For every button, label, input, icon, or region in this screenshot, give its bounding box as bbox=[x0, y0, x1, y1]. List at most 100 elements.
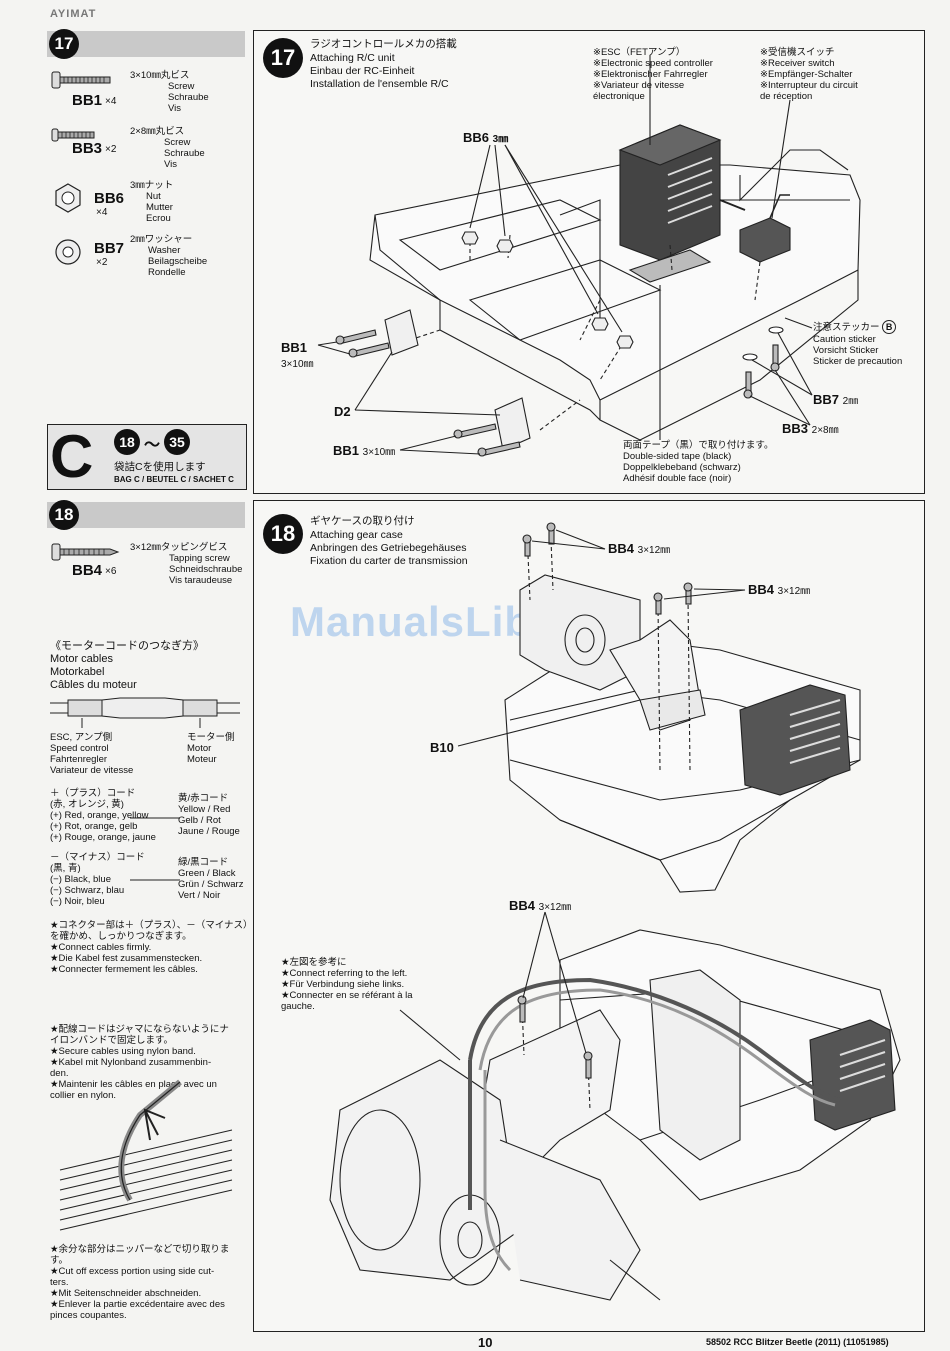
part-qty: ×2 bbox=[105, 144, 117, 155]
plus-fr: (+) Rouge, orange, jaune bbox=[50, 832, 156, 843]
part-jp: 3×12㎜タッピングビス bbox=[130, 542, 228, 553]
tape-jp: 両面テープ（黒）で取り付けます。 bbox=[623, 440, 774, 451]
note-line: を確かめ、しっかりつなぎます。 bbox=[50, 931, 192, 942]
caution-en: Caution sticker bbox=[813, 334, 876, 345]
label-code: BB6 bbox=[463, 130, 490, 145]
motor-cables-title-jp: 《モーターコードのつなぎ方》 bbox=[50, 640, 204, 652]
note-line: ★Connecter en se référant à la bbox=[281, 990, 413, 1001]
part-en: Tapping screw bbox=[169, 553, 230, 564]
label-code: BB4 bbox=[509, 898, 536, 913]
part-jp: 3×10㎜丸ビス bbox=[130, 70, 190, 81]
part-de: Schneidschraube bbox=[169, 564, 243, 575]
label-code: BB3 bbox=[782, 421, 809, 436]
label-size: 3×10㎜ bbox=[362, 447, 396, 458]
step17-main-number: 17 bbox=[270, 45, 296, 70]
note-line: collier en nylon. bbox=[50, 1090, 117, 1101]
step17-number: 17 bbox=[54, 34, 74, 53]
note-line: ★Maintenir les câbles en place avec un bbox=[50, 1079, 217, 1090]
washer-icon bbox=[55, 239, 81, 265]
esc-side-en: Speed control bbox=[50, 743, 109, 754]
motor-cables-fr: Câbles du moteur bbox=[50, 679, 137, 691]
note-line: ★余分な部分はニッパーなどで切り取りま bbox=[50, 1244, 230, 1255]
bag-from-badge: 18 bbox=[114, 429, 140, 455]
step17-number-badge: 17 bbox=[49, 29, 79, 59]
part-fr: Vis taraudeuse bbox=[169, 575, 233, 586]
note-line: ★Secure cables using nylon band. bbox=[50, 1046, 196, 1057]
note-line: イロンバンドで固定します。 bbox=[50, 1035, 174, 1046]
part-qty: ×4 bbox=[96, 207, 108, 218]
esc-side-jp: ESC, アンプ側 bbox=[50, 732, 113, 743]
note-line: ★Connect cables firmly. bbox=[50, 942, 152, 953]
minus-de: (−) Schwarz, blau bbox=[50, 885, 125, 896]
minus-en: (−) Black, blue bbox=[50, 874, 111, 885]
label-size: 3×10㎜ bbox=[281, 359, 314, 370]
minus-motor-labels: 緑/黒コード Green / Black Grün / Schwarz Vert… bbox=[178, 857, 243, 901]
step17-title-jp: ラジオコントロールメカの搭載 bbox=[310, 38, 457, 50]
label-size: 3×12㎜ bbox=[637, 545, 671, 556]
label-b10: B10 bbox=[430, 740, 454, 755]
bag-to-badge: 35 bbox=[164, 429, 190, 455]
esc-side-de: Fahrtenregler bbox=[50, 754, 108, 765]
part-code: BB6 bbox=[94, 190, 125, 207]
label-bb1-lower: BB1 3×10㎜ bbox=[333, 443, 395, 458]
receiver-fr: ※Interrupteur du circuit bbox=[760, 80, 858, 91]
esc-en: ※Electronic speed controller bbox=[593, 58, 713, 69]
note-line: ★Die Kabel fest zusammenstecken. bbox=[50, 953, 203, 964]
step18-main-number: 18 bbox=[270, 521, 296, 546]
label-code: BB7 bbox=[813, 392, 840, 407]
minus-motor-en: Green / Black bbox=[178, 868, 236, 879]
note-line: pinces coupantes. bbox=[50, 1310, 127, 1321]
part-fr: Vis bbox=[164, 159, 178, 170]
motor-cables-de: Motorkabel bbox=[50, 666, 105, 678]
esc-label: ※ESC（FETアンプ） ※Electronic speed controlle… bbox=[593, 47, 713, 102]
receiver-jp: ※受信機スイッチ bbox=[760, 47, 835, 58]
connect-reference-note: ★左図を参考に ★Connect referring to the left. … bbox=[281, 957, 413, 1012]
cut-off-note: ★余分な部分はニッパーなどで切り取りま す。 ★Cut off excess p… bbox=[50, 1244, 229, 1321]
bag-letter: C bbox=[50, 423, 94, 490]
bag-to: 35 bbox=[169, 434, 185, 450]
caution-fr: Sticker de precaution bbox=[813, 356, 903, 367]
bag-from: 18 bbox=[119, 434, 135, 450]
product-code: 58502 RCC Blitzer Beetle (2011) (1105198… bbox=[706, 1337, 889, 1347]
part-de: Beilagscheibe bbox=[148, 256, 208, 267]
receiver-switch-label: ※受信機スイッチ ※Receiver switch ※Empfänger-Sch… bbox=[760, 47, 858, 102]
caution-jp: 注意ステッカー bbox=[813, 322, 880, 333]
part-fr: Vis bbox=[168, 103, 182, 114]
bag-en: BAG C / BEUTEL C / SACHET C bbox=[114, 475, 234, 484]
note-line: den. bbox=[50, 1068, 69, 1079]
esc-fr: ※Variateur de vitesse bbox=[593, 80, 685, 91]
plus-motor-en: Yellow / Red bbox=[178, 804, 231, 815]
step17-header-bar bbox=[47, 31, 245, 57]
bag-jp: 袋詰Cを使用します bbox=[114, 461, 206, 473]
part-code: BB1 bbox=[72, 92, 103, 109]
part-bb7: BB7 ×2 2㎜ワッシャー Washer Beilagscheibe Rond… bbox=[50, 234, 250, 278]
step18-main-badge: 18 bbox=[263, 514, 303, 554]
motor-side-fr: Moteur bbox=[187, 754, 217, 765]
label-bb7: BB7 2㎜ bbox=[813, 392, 858, 407]
step18-number-badge: 18 bbox=[49, 500, 79, 530]
receiver-en: ※Receiver switch bbox=[760, 58, 835, 69]
minus-colors-jp: (黒, 青) bbox=[50, 863, 81, 874]
label-bb6: BB6 3㎜ bbox=[463, 130, 508, 145]
step18-title-jp: ギヤケースの取り付け bbox=[310, 515, 415, 527]
step17-title-de: Einbau der RC-Einheit bbox=[310, 65, 415, 77]
esc-de: ※Elektronischer Fahrregler bbox=[593, 69, 708, 80]
note-line: ★Enlever la partie excédentaire avec des bbox=[50, 1299, 225, 1310]
part-de: Schraube bbox=[164, 148, 205, 159]
motor-side-jp: モーター側 bbox=[187, 732, 235, 743]
minus-motor-de: Grün / Schwarz bbox=[178, 879, 244, 890]
note-line: gauche. bbox=[281, 1001, 315, 1012]
part-bb4: BB4 ×6 3×12㎜タッピングビス Tapping screw Schnei… bbox=[50, 540, 255, 586]
part-fr: Rondelle bbox=[148, 267, 186, 278]
plus-de: (+) Rot, orange, gelb bbox=[50, 821, 138, 832]
part-en: Nut bbox=[146, 191, 161, 202]
step18-title-en: Attaching gear case bbox=[310, 529, 403, 541]
label-bb4-lower: BB4 3×12㎜ bbox=[509, 898, 571, 913]
step17-title-fr: Installation de l'ensemble R/C bbox=[310, 78, 449, 90]
esc-jp: ※ESC（FETアンプ） bbox=[593, 47, 686, 58]
part-de: Schraube bbox=[168, 92, 209, 103]
screw-icon bbox=[51, 128, 95, 142]
esc-side-fr: Variateur de vitesse bbox=[50, 765, 134, 776]
page-number: 10 bbox=[478, 1335, 493, 1350]
label-bb3: BB3 2×8㎜ bbox=[782, 421, 839, 436]
